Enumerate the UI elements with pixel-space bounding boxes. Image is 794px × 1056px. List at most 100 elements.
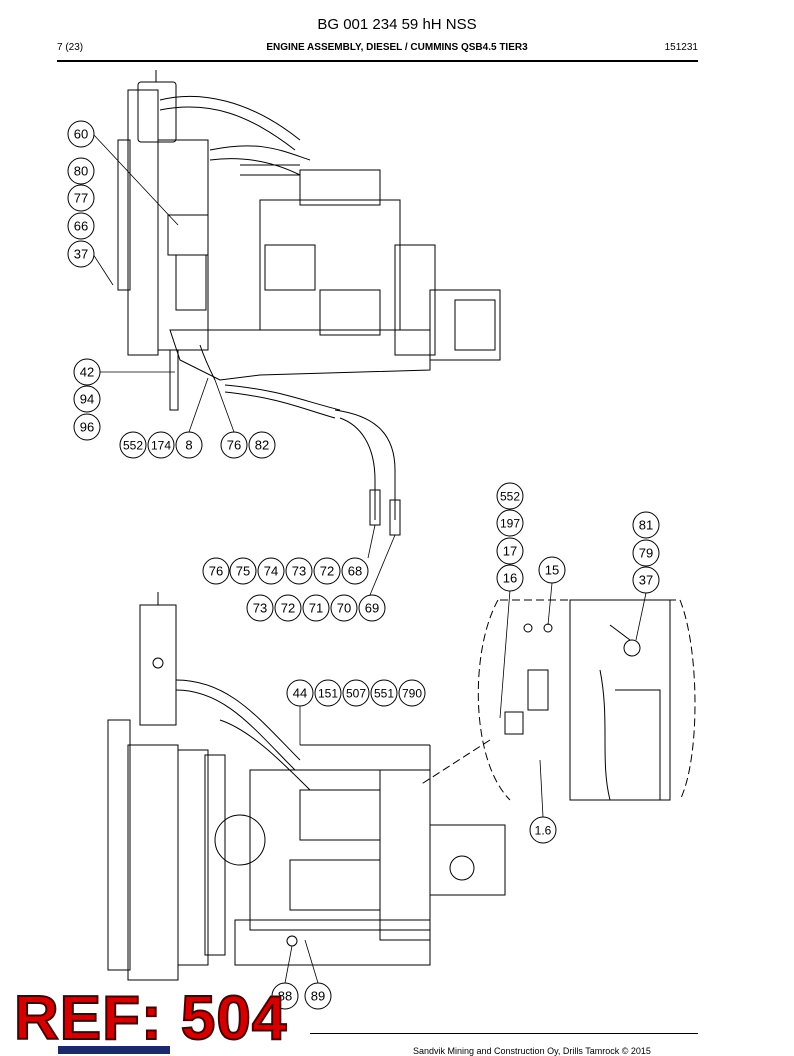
callout-label: 81 [639,518,653,533]
callout-label: 551 [374,687,394,701]
callout-top_view_labels-10: 8 [175,431,203,459]
callout-label: 552 [500,490,520,504]
callout-circle [302,594,330,622]
callout-top_view_labels-8: 552 [119,431,147,459]
callout-circle [370,679,398,707]
callout-circle [496,537,524,565]
callout-circle [313,557,341,585]
header-rule [57,60,698,62]
callout-top_view_labels-6: 94 [73,385,101,413]
section-title: ENGINE ASSEMBLY, DIESEL / CUMMINS QSB4.5… [266,42,528,53]
callout-circle [67,157,95,185]
callout-label: 75 [236,564,250,579]
callout-circle [67,212,95,240]
callout-label: 552 [123,439,143,453]
callout-mid_labels_row2-1: 72 [274,594,302,622]
callout-top_view_labels-3: 66 [67,212,95,240]
callout-circle [342,679,370,707]
callout-circle [67,240,95,268]
callout-top_view_labels-0: 60 [67,120,95,148]
callout-mid_labels_row2-2: 71 [302,594,330,622]
callout-circle [304,982,332,1010]
callout-circle [632,539,660,567]
callout-circle [67,184,95,212]
callout-bottom_callouts-0: 88 [271,982,299,1010]
callout-bottom_callouts-1: 89 [304,982,332,1010]
callout-label: 73 [292,564,306,579]
callout-label: 66 [74,219,88,234]
callout-top_view_labels-7: 96 [73,413,101,441]
callout-circle [73,358,101,386]
callout-label: 1.6 [535,824,552,838]
callout-label: 94 [80,392,94,407]
callout-detail_labels_left-0: 552 [496,482,524,510]
callout-circle [285,557,313,585]
callout-circle [119,431,147,459]
callout-circle [67,120,95,148]
callout-bottom_view_labels-4: 790 [398,679,426,707]
callout-label: 37 [639,573,653,588]
callout-mid_labels_row2-0: 73 [246,594,274,622]
callout-detail_labels_right-0: 81 [632,511,660,539]
callout-circle [496,509,524,537]
callout-label: 80 [74,164,88,179]
callout-circle [229,557,257,585]
callout-circle [147,431,175,459]
callout-mid_labels_row1-1: 75 [229,557,257,585]
callout-circle [286,679,314,707]
callout-label: 73 [253,601,267,616]
callout-circle [202,557,230,585]
callout-label: 79 [639,546,653,561]
callout-circle [73,385,101,413]
callout-circle [538,556,566,584]
callout-circle [358,594,386,622]
callout-top_view_labels-12: 82 [248,431,276,459]
callout-label: 74 [264,564,278,579]
callout-label: 69 [365,601,379,616]
callout-top_view_labels-11: 76 [220,431,248,459]
footer-copyright: Sandvik Mining and Construction Oy, Dril… [413,1046,651,1056]
callout-label: 72 [281,601,295,616]
callout-label: 71 [309,601,323,616]
callout-label: 17 [503,544,517,559]
callout-circle [632,566,660,594]
callout-top_view_labels-4: 37 [67,240,95,268]
detail-view [419,599,696,801]
callout-circle [314,679,342,707]
callout-mid_labels_row2-4: 69 [358,594,386,622]
callout-label: 507 [346,687,366,701]
callout-label: 82 [255,438,269,453]
callout-label: 89 [311,989,325,1004]
date-code: 151231 [664,42,698,53]
callout-bottom_view_labels-2: 507 [342,679,370,707]
callout-label: 15 [545,563,559,578]
callout-label: 68 [348,564,362,579]
callout-label: 197 [500,517,520,531]
callout-label: 16 [503,571,517,586]
callout-bottom_view_labels-3: 551 [370,679,398,707]
callout-mid_labels_row2-3: 70 [330,594,358,622]
callout-label: 76 [209,564,223,579]
callout-mid_labels_row1-0: 76 [202,557,230,585]
callout-detail_labels_right-2: 37 [632,566,660,594]
callout-label: 8 [185,438,192,453]
engine-side-view [117,70,501,536]
callout-label: 88 [278,989,292,1004]
callout-label: 151 [318,687,338,701]
callout-circle [529,816,557,844]
callout-mid_labels_row1-4: 72 [313,557,341,585]
callout-label: 790 [402,687,422,701]
callout-circle [274,594,302,622]
engine-front-view [107,592,506,981]
callout-mid_labels_row1-5: 68 [341,557,369,585]
callout-circle [496,564,524,592]
callout-label: 37 [74,247,88,262]
callout-detail_ref: 1.6 [529,816,557,844]
callout-top_view_labels-5: 42 [73,358,101,386]
callout-circle [73,413,101,441]
page-number: 7 (23) [57,42,84,53]
callout-circle [257,557,285,585]
callout-top_view_labels-1: 80 [67,157,95,185]
